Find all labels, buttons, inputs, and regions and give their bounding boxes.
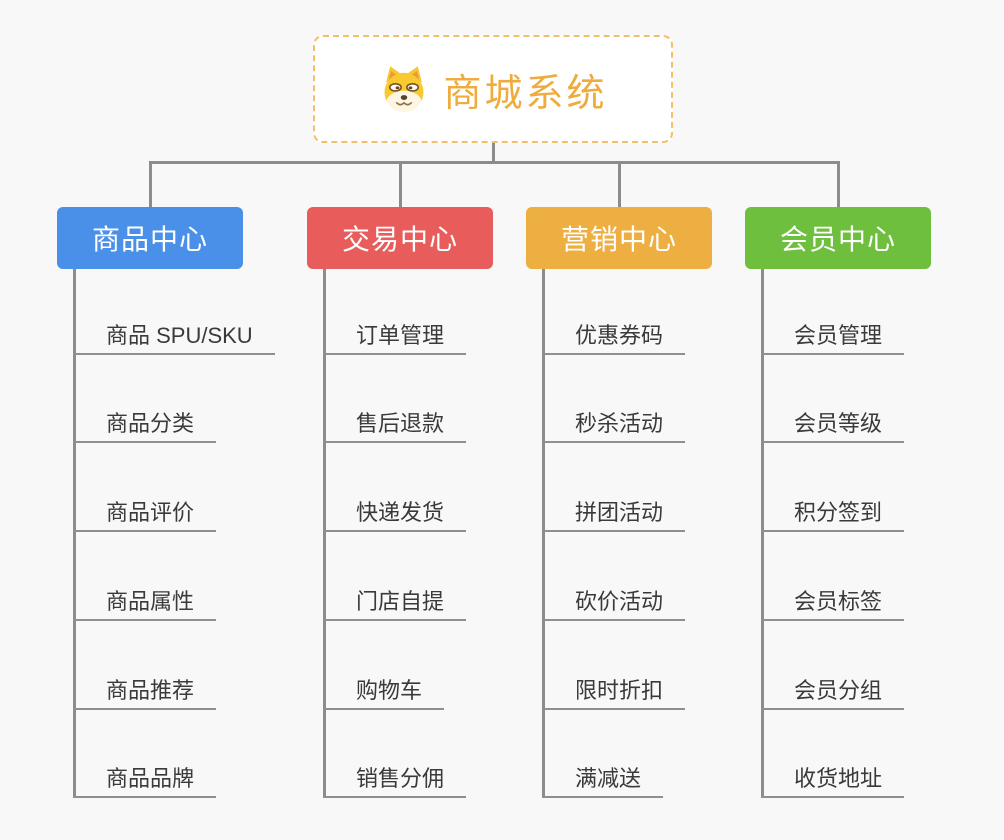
leaf-node[interactable]: 订单管理 <box>323 319 467 355</box>
leaf-node[interactable]: 限时折扣 <box>542 674 686 710</box>
dog-icon <box>384 66 424 112</box>
leaf-node[interactable]: 会员管理 <box>761 319 905 355</box>
leaf-node[interactable]: 商品属性 <box>73 585 217 621</box>
connector-branch3-drop <box>618 161 621 210</box>
leaf-node[interactable]: 优惠券码 <box>542 319 686 355</box>
connector-root-drop <box>492 143 495 163</box>
leaf-node[interactable]: 收货地址 <box>761 762 905 798</box>
leaf-node[interactable]: 会员等级 <box>761 407 905 443</box>
leaf-node[interactable]: 购物车 <box>323 674 445 710</box>
leaf-node[interactable]: 售后退款 <box>323 407 467 443</box>
connector-branch1-drop <box>149 161 152 210</box>
branch-trade-children: 订单管理 售后退款 快递发货 门店自提 购物车 销售分佣 <box>323 269 467 798</box>
branch-label: 营销中心 <box>560 224 677 255</box>
leaf-node[interactable]: 商品分类 <box>73 407 217 443</box>
branch-label: 交易中心 <box>341 224 458 255</box>
leaf-node[interactable]: 商品评价 <box>73 496 217 532</box>
connector-branch4-drop <box>837 161 840 210</box>
branch-member-children: 会员管理 会员等级 积分签到 会员标签 会员分组 收货地址 <box>761 269 905 798</box>
connector-branch2-drop <box>399 161 402 210</box>
leaf-node[interactable]: 满减送 <box>542 762 664 798</box>
leaf-node[interactable]: 商品推荐 <box>73 674 217 710</box>
leaf-node[interactable]: 秒杀活动 <box>542 407 686 443</box>
leaf-node[interactable]: 会员标签 <box>761 585 905 621</box>
leaf-node[interactable]: 商品品牌 <box>73 762 217 798</box>
branch-label: 商品中心 <box>91 224 208 255</box>
leaf-node[interactable]: 快递发货 <box>323 496 467 532</box>
leaf-node[interactable]: 商品 SPU/SKU <box>73 319 275 355</box>
branch-trade-center[interactable]: 交易中心 <box>307 207 493 269</box>
leaf-node[interactable]: 会员分组 <box>761 674 905 710</box>
leaf-node[interactable]: 积分签到 <box>761 496 905 532</box>
leaf-node[interactable]: 销售分佣 <box>323 762 467 798</box>
branch-label: 会员中心 <box>779 224 896 255</box>
branch-marketing-children: 优惠券码 秒杀活动 拼团活动 砍价活动 限时折扣 满减送 <box>542 269 686 798</box>
root-node[interactable]: 商城系统 <box>313 35 673 143</box>
branch-marketing-center[interactable]: 营销中心 <box>526 207 712 269</box>
branch-member-center[interactable]: 会员中心 <box>745 207 931 269</box>
leaf-node[interactable]: 拼团活动 <box>542 496 686 532</box>
leaf-node[interactable]: 门店自提 <box>323 585 467 621</box>
root-title: 商城系统 <box>443 72 608 115</box>
connector-horizontal-rail <box>149 161 840 164</box>
leaf-node[interactable]: 砍价活动 <box>542 585 686 621</box>
branch-product-children: 商品 SPU/SKU 商品分类 商品评价 商品属性 商品推荐 商品品牌 <box>73 269 275 798</box>
branch-product-center[interactable]: 商品中心 <box>57 207 243 269</box>
